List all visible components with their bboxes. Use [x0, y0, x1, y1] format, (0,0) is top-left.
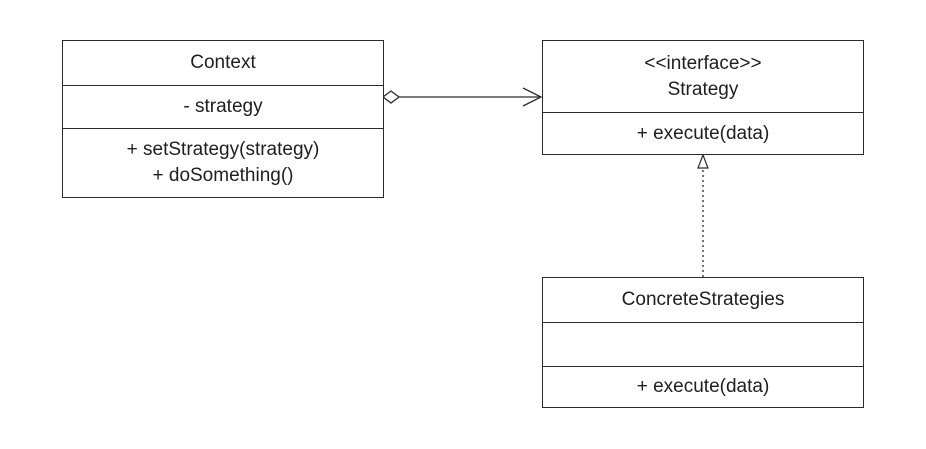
- concrete-name-section: ConcreteStrategies: [543, 278, 863, 322]
- strategy-stereotype: <<interface>>: [644, 52, 762, 74]
- context-class-box[interactable]: Context - strategy + setStrategy(strateg…: [62, 40, 384, 198]
- context-attributes-section: - strategy: [63, 85, 383, 128]
- context-class-name: Context: [190, 52, 256, 73]
- context-name-section: Context: [63, 41, 383, 85]
- concrete-attributes-section: [543, 322, 863, 366]
- strategy-method: + execute(data): [636, 122, 770, 144]
- context-methods-section: + setStrategy(strategy) + doSomething(): [63, 128, 383, 197]
- realization-hollow-triangle-icon: [697, 153, 709, 169]
- concrete-methods-section: + execute(data): [543, 366, 863, 407]
- concrete-method: + execute(data): [636, 376, 770, 397]
- navigation-arrowhead-icon: [522, 87, 543, 107]
- strategy-interface-name: Strategy: [667, 78, 739, 100]
- realization-connector[interactable]: [697, 153, 709, 277]
- context-method: + doSomething(): [152, 165, 294, 186]
- concrete-strategies-class-box[interactable]: ConcreteStrategies + execute(data): [542, 277, 864, 408]
- aggregation-connector[interactable]: [381, 87, 543, 107]
- strategy-interface-box[interactable]: <<interface>> Strategy + execute(data): [542, 40, 864, 155]
- aggregation-diamond-icon: [381, 90, 401, 104]
- strategy-name-section: <<interface>> Strategy: [543, 41, 863, 112]
- concrete-class-name: ConcreteStrategies: [621, 289, 785, 310]
- strategy-methods-section: + execute(data): [543, 112, 863, 154]
- context-attribute: - strategy: [183, 96, 263, 117]
- context-method: + setStrategy(strategy): [126, 139, 320, 160]
